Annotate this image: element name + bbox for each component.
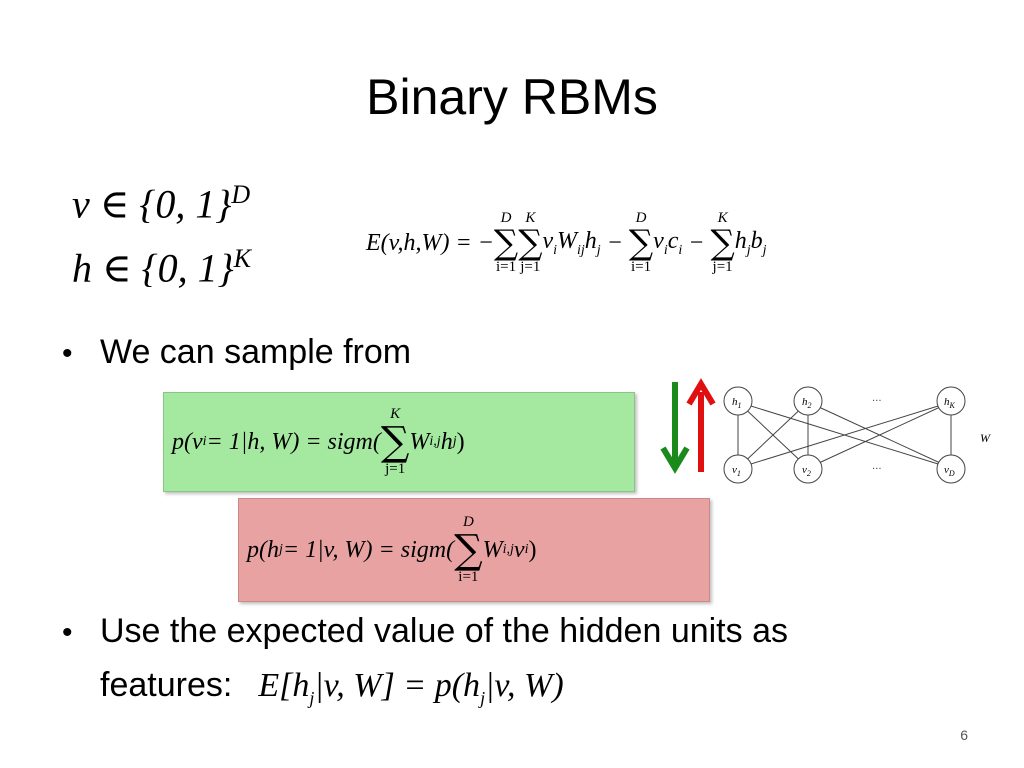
bullet-1-text: We can sample from bbox=[99, 333, 412, 371]
v-def-sup: D bbox=[231, 180, 251, 209]
hidden-node-h2: h2 bbox=[793, 386, 823, 416]
sum-j: K∑j=1 bbox=[518, 211, 542, 275]
energy-term2: vici bbox=[653, 227, 683, 258]
arrow-up-icon bbox=[686, 378, 716, 472]
visible-node-v2: v2 bbox=[793, 454, 823, 484]
energy-lhs: E(v,h,W) = − bbox=[366, 229, 494, 256]
bullet-2: • Use the expected value of the hidden u… bbox=[62, 612, 788, 651]
sum-i: D∑i=1 bbox=[494, 211, 518, 275]
sum-lower: i=1 bbox=[495, 259, 517, 275]
svg-text:v1: v1 bbox=[732, 464, 741, 478]
energy-term3: hjbj bbox=[734, 227, 767, 258]
svg-text:hK: hK bbox=[944, 396, 956, 410]
rbm-graph: h1 h2 hK v1 v2 vD ··· ··· W bbox=[723, 386, 991, 484]
sum-symbol: ∑ bbox=[518, 223, 543, 263]
v-def-text: v ∈ {0, 1} bbox=[72, 181, 232, 227]
sum-symbol: ∑ bbox=[493, 223, 519, 263]
visible-ellipsis: ··· bbox=[872, 464, 882, 475]
hidden-node-hk: hK bbox=[936, 386, 966, 416]
svg-text:h2: h2 bbox=[802, 396, 812, 410]
sum-i-2: D∑i=1 bbox=[629, 211, 653, 275]
sum-j: K∑j=1 bbox=[380, 406, 410, 477]
hidden-ellipsis: ··· bbox=[872, 396, 882, 407]
bullet-2-line2: features: bbox=[100, 666, 233, 704]
sum-lower: j=1 bbox=[712, 259, 733, 275]
visible-node-v1: v1 bbox=[723, 454, 753, 484]
energy-term1: viWijhj bbox=[542, 227, 601, 258]
bullet-2-cont: features: E[hj|v, W] = p(hj|v, W) bbox=[100, 666, 564, 709]
sum-symbol: ∑ bbox=[710, 223, 735, 263]
svg-text:v2: v2 bbox=[802, 464, 811, 478]
sum-j-2: K∑j=1 bbox=[710, 211, 734, 275]
sum-i: D∑i=1 bbox=[454, 514, 483, 585]
sum-upper: K bbox=[525, 210, 536, 226]
slide-title: Binary RBMs bbox=[366, 69, 658, 125]
hidden-node-h1: h1 bbox=[723, 386, 753, 416]
weight-label: W bbox=[980, 431, 991, 445]
feature-expectation-formula: E[hj|v, W] = p(hj|v, W) bbox=[258, 667, 564, 708]
energy-equation: E(v,h,W) = − D∑i=1 K∑j=1 viWijhj − D∑i=1… bbox=[366, 198, 767, 288]
bullet-dot: • bbox=[62, 337, 73, 370]
sampling-arrows bbox=[660, 378, 716, 474]
arrow-down-icon bbox=[660, 382, 690, 474]
h-definition: h ∈ {0, 1}K bbox=[72, 244, 251, 291]
energy-minus-2: − bbox=[688, 229, 705, 256]
sum-lower: j=1 bbox=[520, 259, 541, 275]
sum-upper: D bbox=[500, 210, 512, 226]
bullet-2-line1: Use the expected value of the hidden uni… bbox=[99, 612, 788, 650]
sum-upper: D bbox=[635, 210, 647, 226]
bullet-1: • We can sample from bbox=[62, 333, 411, 372]
v-definition: v ∈ {0, 1}D bbox=[72, 180, 250, 227]
energy-minus-1: − bbox=[606, 229, 623, 256]
sum-symbol: ∑ bbox=[628, 223, 654, 263]
page-number: 6 bbox=[960, 727, 968, 743]
h-def-text: h ∈ {0, 1} bbox=[72, 245, 234, 291]
visible-node-vd: vD bbox=[936, 454, 966, 484]
h-def-sup: K bbox=[233, 244, 251, 273]
sum-lower: i=1 bbox=[630, 259, 652, 275]
svg-text:h1: h1 bbox=[732, 396, 742, 410]
bullet-dot: • bbox=[62, 616, 73, 649]
sum-upper: K bbox=[717, 210, 728, 226]
svg-text:vD: vD bbox=[944, 464, 955, 478]
